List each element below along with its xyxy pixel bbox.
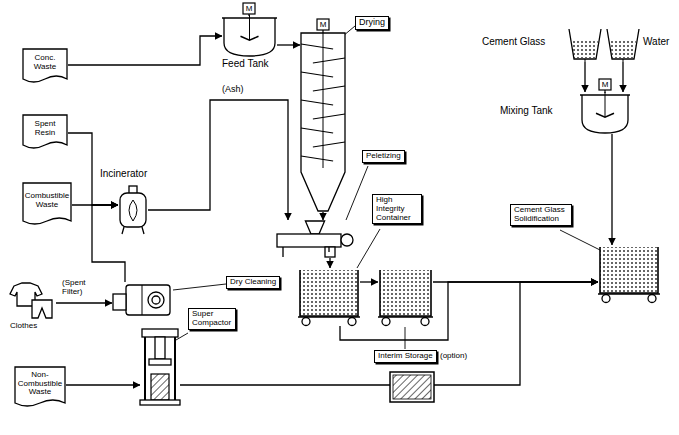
equipment-label: Feed Tank — [222, 58, 269, 69]
flow-line — [148, 100, 288, 220]
flow-label: (Ash) — [220, 85, 246, 95]
equipment-label: (option) — [440, 352, 467, 361]
flow-line — [56, 302, 112, 303]
callout-label: Interim Storage — [374, 350, 437, 363]
process-node: Conc. Waste — [22, 48, 68, 84]
equipment-shape — [140, 328, 180, 406]
node-text: Non-Combustible Waste — [16, 371, 64, 397]
flow-line — [322, 212, 323, 220]
motor-symbol — [243, 3, 611, 93]
node-text: Conc. Waste — [24, 54, 66, 72]
process-node: Peletizing — [275, 220, 355, 258]
callout-label: Peletizing — [362, 150, 405, 163]
equipment-shape — [8, 282, 56, 320]
flow-line — [68, 36, 222, 65]
process-node: Water — [606, 28, 640, 62]
flow-line — [340, 282, 598, 340]
callout-label: High Integrity Container — [372, 194, 422, 224]
equipment-label: Mixing Tank — [500, 105, 553, 116]
equipment-shape — [222, 15, 277, 57]
flow-line — [622, 62, 623, 92]
process-node: High Integrity Container — [298, 268, 360, 326]
equipment-label: Cement Glass — [482, 36, 545, 47]
flow-line — [329, 258, 330, 268]
leader-line — [173, 26, 600, 349]
equipment-shape — [568, 28, 602, 62]
equipment-shape — [580, 92, 630, 134]
flow-line — [360, 281, 378, 282]
equipment-label: Water — [643, 36, 669, 47]
process-node: Cement Glass — [568, 28, 602, 62]
note-label: (Spent Filter) — [62, 279, 106, 297]
equipment-shape — [118, 185, 148, 235]
equipment-shape — [275, 220, 355, 258]
process-node: Clothes — [8, 282, 56, 320]
equipment-shape — [606, 28, 640, 62]
process-node: Non-Combustible Waste — [14, 366, 66, 408]
node-text: Combustible Waste — [24, 192, 70, 210]
process-node: Interim Storage(option) — [378, 268, 433, 326]
motor-label: M — [243, 3, 255, 14]
process-node: Dry Cleaning — [112, 282, 172, 318]
flow-line — [66, 384, 140, 385]
flow-line — [584, 62, 585, 92]
process-node: Mixing Tank — [580, 92, 630, 134]
process-node: Feed Tank — [222, 15, 277, 57]
flow-line — [277, 44, 300, 45]
process-node: Drying — [300, 32, 346, 212]
node-text: Spent Resin — [24, 120, 66, 138]
process-node: Incinerator — [118, 185, 148, 235]
equipment-shape — [298, 268, 360, 326]
compacted-drum — [390, 372, 434, 402]
equipment-shape — [378, 268, 433, 326]
equipment-shape — [598, 245, 660, 303]
callout-label: Super Compactor — [188, 308, 236, 330]
equipment-label: Incinerator — [100, 168, 147, 179]
equipment-shape — [112, 282, 172, 318]
motor-label: M — [599, 79, 611, 90]
callout-label: Drying — [355, 16, 389, 30]
process-node: Super Compactor — [140, 328, 180, 406]
flow-line — [611, 134, 612, 245]
process-node: Cement Glass Solidification — [598, 245, 660, 303]
motor-label: M — [317, 19, 329, 30]
equipment-shape — [300, 32, 346, 212]
equipment-label: Clothes — [10, 322, 37, 331]
callout-label: Cement Glass Solidification — [510, 204, 572, 226]
callout-label: Dry Cleaning — [226, 276, 280, 289]
process-node: Spent Resin — [22, 114, 68, 150]
process-node: Combustible Waste — [22, 182, 72, 226]
